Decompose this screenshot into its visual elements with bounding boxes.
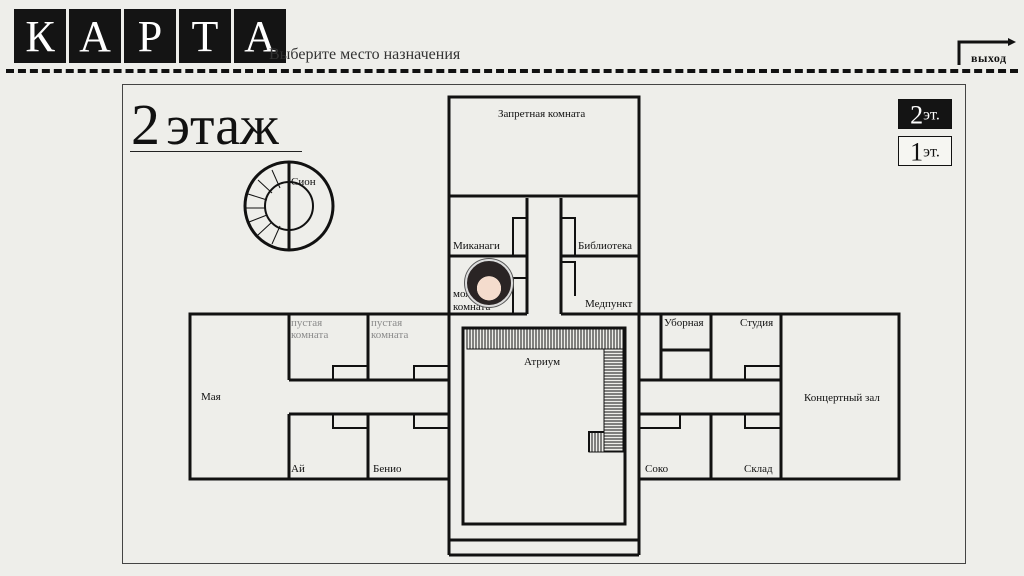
map-title-letter: А [69, 9, 121, 63]
map-title-letter: К [14, 9, 66, 63]
floor-title-word: этаж [166, 95, 279, 157]
room-maya[interactable]: Мая [201, 391, 221, 403]
zion-spiral-stairs [245, 166, 290, 245]
floor-1-button[interactable]: 1эт. [898, 136, 952, 166]
room-storage[interactable]: Склад [744, 463, 773, 475]
room-restroom[interactable]: Уборная [664, 317, 704, 329]
floor-2-button[interactable]: 2эт. [898, 99, 952, 129]
floor-2-number: 2 [910, 100, 924, 130]
room-empty-2-line2[interactable]: комната [371, 329, 409, 341]
room-forbidden[interactable]: Запретная комната [498, 108, 586, 120]
room-studio[interactable]: Студия [740, 317, 774, 329]
room-empty-1-line2[interactable]: комната [291, 329, 329, 341]
map-panel [122, 84, 966, 564]
room-zion[interactable]: Сион [291, 176, 316, 188]
room-benio[interactable]: Бенио [373, 463, 402, 475]
atrium-stair-steps [469, 329, 623, 452]
floor-2-suffix: эт. [923, 106, 940, 124]
map-title-letter: А [234, 9, 286, 63]
map-title: К А Р Т А [14, 9, 286, 63]
player-location-avatar [465, 259, 513, 307]
room-infirmary[interactable]: Медпункт [585, 298, 633, 310]
room-empty-2-line1[interactable]: пустая [371, 317, 403, 329]
room-atrium[interactable]: Атриум [524, 356, 561, 368]
map-subtitle: Выберите место назначения [269, 46, 461, 63]
room-library[interactable]: Библиотека [578, 240, 633, 252]
room-ai[interactable]: Ай [291, 463, 305, 475]
floor-1-suffix: эт. [923, 143, 940, 161]
room-soko[interactable]: Соко [645, 463, 669, 475]
exit-button[interactable]: выход [956, 38, 1018, 66]
map-title-letter: Т [179, 9, 231, 63]
room-concert-hall[interactable]: Концертный зал [804, 392, 880, 404]
exit-label: выход [971, 51, 1007, 65]
room-mikanagi[interactable]: Миканаги [453, 240, 500, 252]
map-title-letter: Р [124, 9, 176, 63]
floor-title-number: 2 [131, 92, 160, 157]
exit-arrow-icon [957, 38, 1016, 65]
room-empty-1-line1[interactable]: пустая [291, 317, 323, 329]
floor-1-number: 1 [910, 137, 924, 167]
header-divider [6, 69, 1018, 73]
floor-title-underline [130, 151, 302, 152]
